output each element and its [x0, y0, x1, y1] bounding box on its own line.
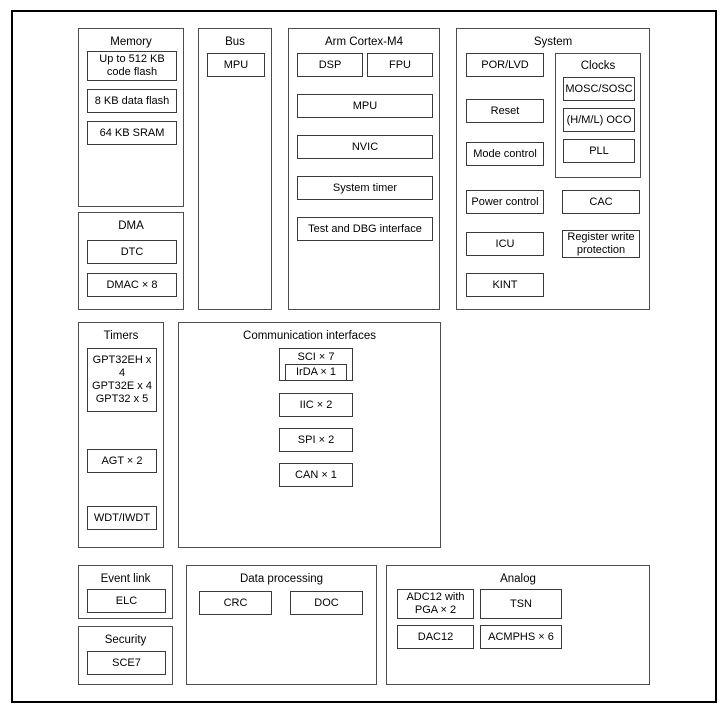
group-comm-title: Communication interfaces: [243, 330, 376, 342]
group-analog-title: Analog: [500, 573, 536, 585]
block-dtc: DTC: [87, 240, 177, 264]
block-sci-label: SCI × 7: [297, 351, 335, 363]
group-cpu: Arm Cortex-M4 DSP FPU MPU NVIC System ti…: [288, 28, 440, 310]
block-sram: 64 KB SRAM: [87, 121, 177, 145]
group-system-title: System: [533, 36, 573, 48]
block-register-write-protection: Register write protection: [562, 230, 640, 258]
block-oco: (H/M/L) OCO: [563, 108, 635, 132]
block-iic: IIC × 2: [279, 393, 353, 417]
block-doc: DOC: [290, 591, 363, 615]
group-dma: DMA DTC DMAC × 8: [78, 212, 184, 310]
block-por-lvd: POR/LVD: [466, 53, 544, 77]
block-acmphs: ACMPHS × 6: [480, 625, 562, 649]
block-kint: KINT: [466, 273, 544, 297]
block-sci: SCI × 7 IrDA × 1: [279, 348, 353, 381]
group-cpu-title: Arm Cortex-M4: [325, 36, 403, 48]
group-event-link-title: Event link: [100, 573, 151, 585]
group-event-link: Event link ELC: [78, 565, 173, 619]
block-tsn: TSN: [480, 589, 562, 619]
block-dmac: DMAC × 8: [87, 273, 177, 297]
block-test-dbg-interface: Test and DBG interface: [297, 217, 433, 241]
group-memory-title: Memory: [110, 36, 152, 48]
block-irda: IrDA × 1: [285, 364, 347, 381]
group-security-title: Security: [104, 634, 147, 646]
block-adc12: ADC12 with PGA × 2: [397, 589, 474, 619]
group-bus: Bus MPU: [198, 28, 272, 310]
block-dsp: DSP: [297, 53, 363, 77]
group-dma-title: DMA: [118, 220, 144, 232]
group-timers-title: Timers: [103, 330, 139, 342]
block-gpt: GPT32EH x 4 GPT32E x 4 GPT32 x 5: [87, 348, 157, 412]
block-power-control: Power control: [466, 190, 544, 214]
block-icu: ICU: [466, 232, 544, 256]
group-bus-title: Bus: [225, 36, 245, 48]
subgroup-clocks: Clocks MOSC/SOSC (H/M/L) OCO PLL: [555, 53, 641, 178]
block-pll: PLL: [563, 139, 635, 163]
group-security: Security SCE7: [78, 626, 173, 685]
block-mosc-sosc: MOSC/SOSC: [563, 77, 635, 101]
block-reset: Reset: [466, 99, 544, 123]
group-data-processing: Data processing CRC DOC: [186, 565, 377, 685]
block-mode-control: Mode control: [466, 142, 544, 166]
block-wdt-iwdt: WDT/IWDT: [87, 506, 157, 530]
block-crc: CRC: [199, 591, 272, 615]
group-analog: Analog ADC12 with PGA × 2 TSN DAC12 ACMP…: [386, 565, 650, 685]
block-agt: AGT × 2: [87, 449, 157, 473]
block-can: CAN × 1: [279, 463, 353, 487]
block-nvic: NVIC: [297, 135, 433, 159]
block-cac: CAC: [562, 190, 640, 214]
block-bus-mpu: MPU: [207, 53, 265, 77]
block-data-flash: 8 KB data flash: [87, 89, 177, 113]
block-sce7: SCE7: [87, 651, 166, 675]
block-dac12: DAC12: [397, 625, 474, 649]
block-elc: ELC: [87, 589, 166, 613]
subgroup-clocks-title: Clocks: [580, 60, 616, 72]
block-system-timer: System timer: [297, 176, 433, 200]
group-memory: Memory Up to 512 KB code flash 8 KB data…: [78, 28, 184, 207]
block-cpu-mpu: MPU: [297, 94, 433, 118]
group-system: System POR/LVD Reset Mode control Power …: [456, 28, 650, 310]
group-comm: Communication interfaces SCI × 7 IrDA × …: [178, 322, 441, 548]
group-data-processing-title: Data processing: [239, 573, 324, 585]
diagram-outer-frame: [11, 10, 717, 703]
block-code-flash: Up to 512 KB code flash: [87, 51, 177, 81]
group-timers: Timers GPT32EH x 4 GPT32E x 4 GPT32 x 5 …: [78, 322, 164, 548]
block-fpu: FPU: [367, 53, 433, 77]
block-spi: SPI × 2: [279, 428, 353, 452]
